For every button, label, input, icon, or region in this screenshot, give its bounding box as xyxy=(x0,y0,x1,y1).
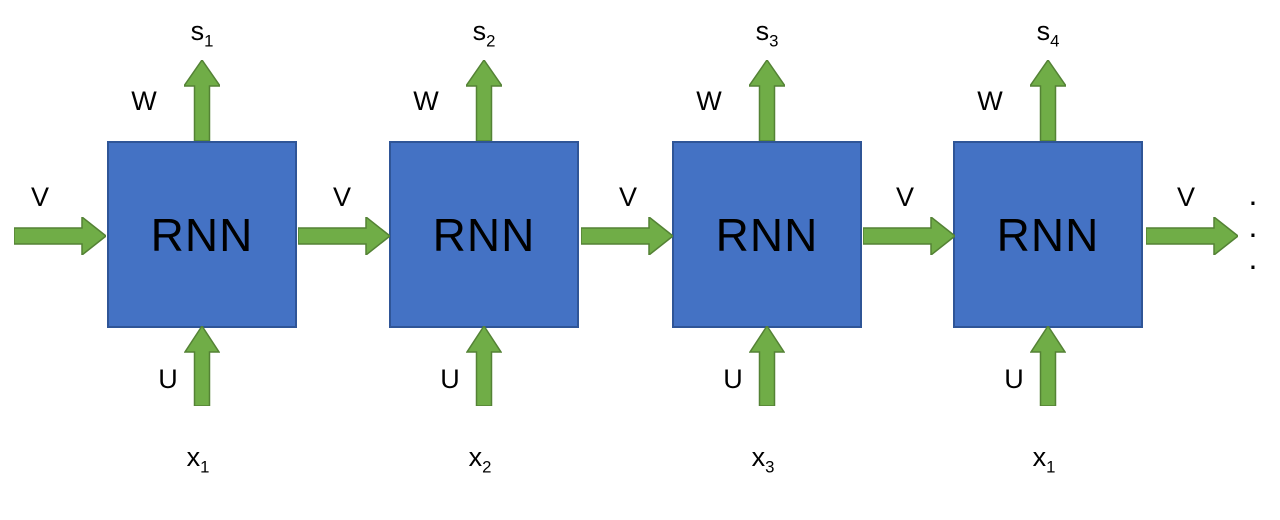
weight-u-label: U xyxy=(1004,364,1024,394)
rnn-block-2: RNN xyxy=(389,141,579,328)
recurrent-weight-label: V xyxy=(895,182,914,212)
ellipsis-dot: . xyxy=(1248,208,1258,244)
input-arrow-icon xyxy=(466,326,502,406)
weight-w-label: W xyxy=(413,86,439,116)
ellipsis-dot: . xyxy=(1248,240,1258,276)
input-label: x3 xyxy=(751,442,775,477)
rnn-block-1: RNN xyxy=(107,141,297,328)
input-label: x1 xyxy=(186,442,210,477)
input-label: x1 xyxy=(1032,442,1056,477)
continuation-ellipsis: . . . xyxy=(1240,178,1266,274)
input-label: x2 xyxy=(468,442,492,477)
output-arrow-icon xyxy=(749,60,785,141)
rnn-block-3: RNN xyxy=(672,141,862,328)
output-label: s3 xyxy=(755,16,779,51)
recurrent-weight-label: V xyxy=(1176,182,1195,212)
recurrent-arrow-icon xyxy=(14,217,106,255)
recurrent-arrow-icon xyxy=(1146,217,1238,255)
output-arrow-icon xyxy=(466,60,502,141)
ellipsis-dot: . xyxy=(1248,176,1258,212)
recurrent-arrow-icon xyxy=(581,217,673,255)
input-arrow-icon xyxy=(184,326,220,406)
input-arrow-icon xyxy=(1030,326,1066,406)
output-label: s4 xyxy=(1036,16,1060,51)
input-arrow-icon xyxy=(749,326,785,406)
weight-u-label: U xyxy=(440,364,460,394)
output-arrow-icon xyxy=(1030,60,1066,141)
recurrent-arrow-icon xyxy=(863,217,955,255)
weight-w-label: W xyxy=(977,86,1003,116)
weight-u-label: U xyxy=(158,364,178,394)
recurrent-weight-label: V xyxy=(30,182,49,212)
rnn-block-4: RNN xyxy=(953,141,1143,328)
recurrent-weight-label: V xyxy=(618,182,637,212)
recurrent-arrow-icon xyxy=(298,217,390,255)
weight-w-label: W xyxy=(696,86,722,116)
recurrent-weight-label: V xyxy=(332,182,351,212)
output-arrow-icon xyxy=(184,60,220,141)
weight-w-label: W xyxy=(131,86,157,116)
weight-u-label: U xyxy=(723,364,743,394)
output-label: s1 xyxy=(190,16,214,51)
output-label: s2 xyxy=(472,16,496,51)
